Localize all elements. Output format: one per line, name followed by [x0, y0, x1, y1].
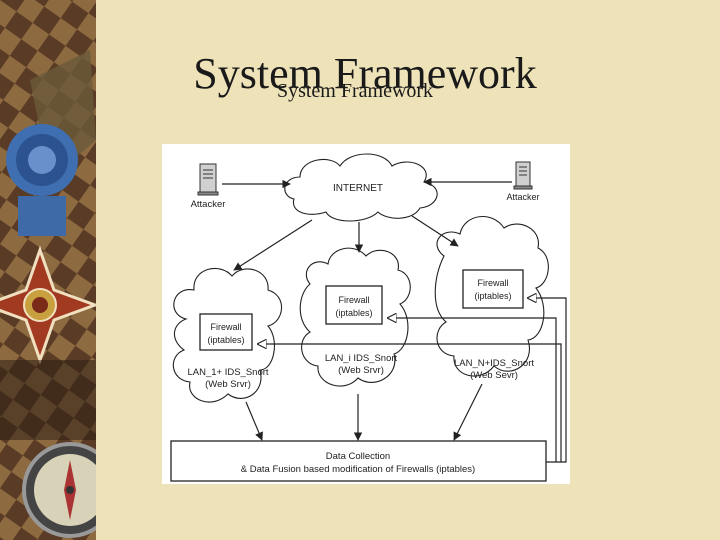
firewall-right-box [462, 269, 524, 309]
diagram-canvas: INTERNET Attacker Attacker Firewall (ipt… [170, 153, 567, 482]
lan-left-line2: (Web Srvr) [205, 379, 251, 390]
arrow-internet-to-right [411, 215, 459, 247]
lan-middle-line1: LAN_i IDS_Snort [325, 353, 398, 364]
iptables-middle-label: (iptables) [335, 308, 372, 318]
attacker-left-label: Attacker [191, 199, 226, 210]
arrow-internet-to-left [233, 219, 313, 271]
attacker-right-server-icon [513, 161, 533, 190]
feedback-line-middle-firewall [388, 318, 557, 462]
arrow-left-to-collection [245, 401, 263, 441]
iptables-left-label: (iptables) [207, 335, 244, 345]
data-collection-box [170, 440, 547, 482]
firewall-middle-box [325, 285, 383, 325]
lan-right-line2: (Web Sevr) [470, 370, 518, 381]
firewall-left-label: Firewall [210, 322, 241, 332]
slide-title: System Framework [193, 49, 537, 98]
internet-label: INTERNET [333, 183, 383, 194]
feedback-line-left-firewall [258, 344, 562, 462]
firewall-middle-label: Firewall [338, 295, 369, 305]
medal-decoration-art [0, 0, 96, 540]
data-collection-line2: & Data Fusion based modification of Fire… [241, 464, 475, 475]
decorative-left-panel [0, 0, 96, 540]
system-framework-diagram: INTERNET Attacker Attacker Firewall (ipt… [162, 144, 570, 484]
lan-middle-line2: (Web Srvr) [338, 365, 384, 376]
compass-decoration-icon [22, 442, 96, 538]
attacker-left-server-icon [197, 163, 219, 196]
attacker-right-label: Attacker [506, 192, 539, 202]
data-collection-line1: Data Collection [326, 451, 390, 462]
firewall-right-label: Firewall [477, 278, 508, 288]
lan-left-line1: LAN_1+ IDS_Snort [187, 367, 268, 378]
lan-right-line1: LAN_N+IDS_Snort [454, 358, 534, 369]
firewall-left-box [199, 313, 253, 351]
iptables-right-label: (iptables) [474, 291, 511, 301]
arrow-right-to-collection [453, 383, 483, 441]
rosette-icon [6, 124, 78, 196]
slide-title-overlay: System Framework [276, 80, 434, 102]
